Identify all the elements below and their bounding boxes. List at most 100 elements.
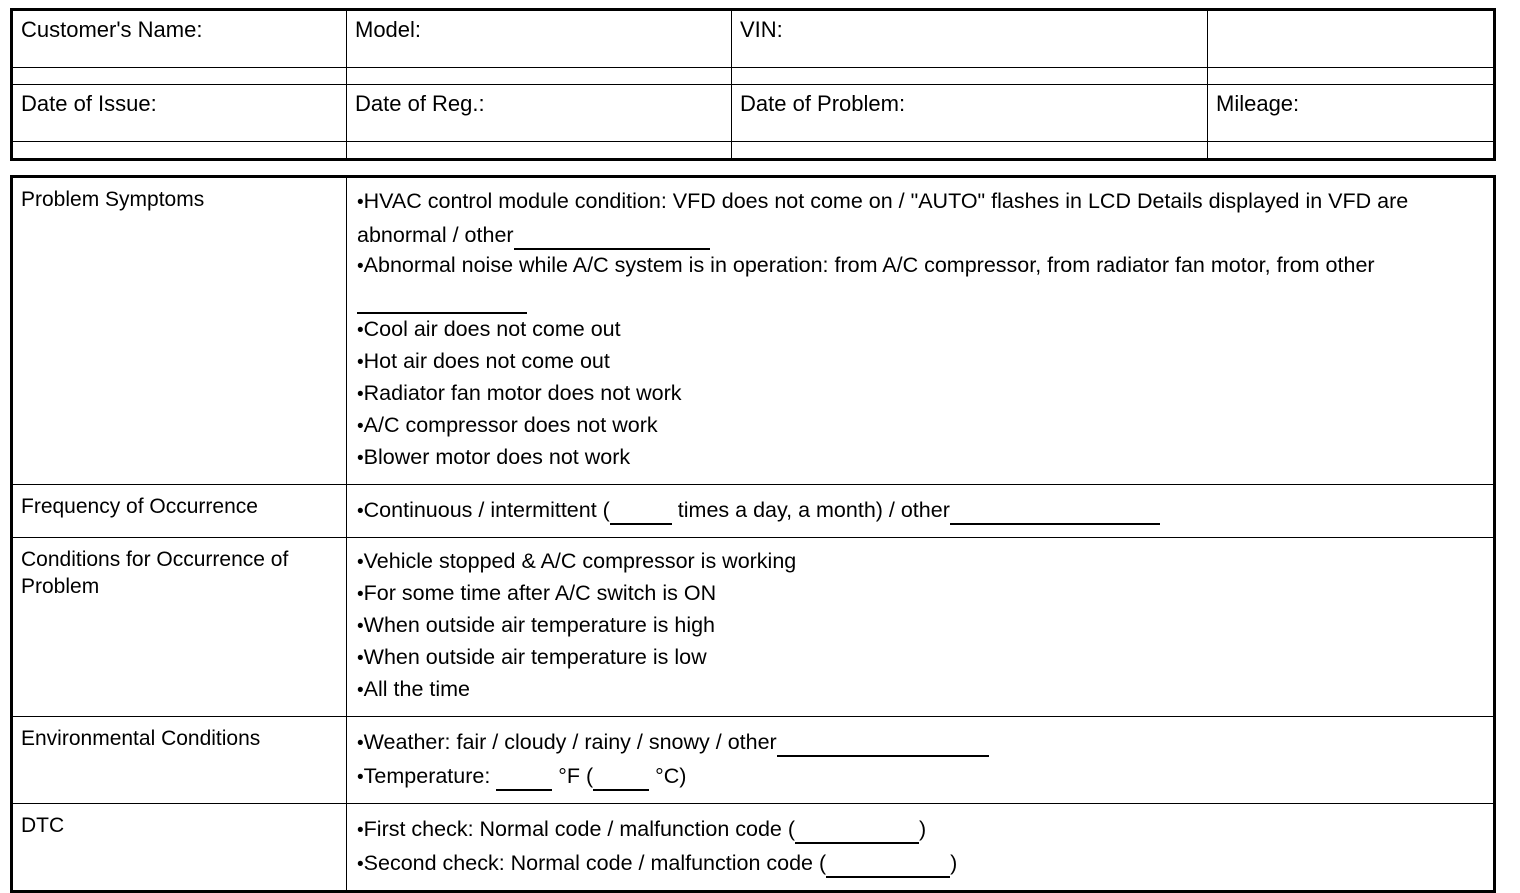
bullet-icon: •: [357, 192, 364, 213]
bullet-icon: •: [357, 820, 364, 841]
fill-in-blank[interactable]: [776, 725, 989, 757]
section-row-dtc: DTC •First check: Normal code / malfunct…: [11, 803, 1495, 892]
field-date-of-problem[interactable]: Date of Problem:: [731, 84, 1208, 142]
item-text: °F (: [552, 764, 594, 788]
item-text: A/C compressor does not work: [363, 413, 658, 437]
entry-vin[interactable]: [731, 67, 1208, 85]
entry-date-of-reg[interactable]: [346, 141, 732, 160]
bullet-icon: •: [357, 648, 364, 669]
item-text: Second check: Normal code / malfunction …: [363, 851, 827, 875]
fill-in-blank[interactable]: [795, 812, 920, 844]
checklist-item[interactable]: •For some time after A/C switch is ON: [357, 578, 1485, 610]
checklist-item[interactable]: •All the time: [357, 674, 1485, 706]
section-row-environmental-conditions: Environmental Conditions •Weather: fair …: [11, 716, 1495, 804]
entry-date-of-problem[interactable]: [731, 141, 1208, 160]
section-row-problem-symptoms: Problem Symptoms •HVAC control module co…: [11, 176, 1495, 485]
checklist-item[interactable]: •Abnormal noise while A/C system is in o…: [357, 250, 1485, 314]
fill-in-blank[interactable]: [949, 493, 1160, 525]
section-row-frequency-of-occurrence: Frequency of Occurrence •Continuous / in…: [11, 484, 1495, 538]
field-mileage[interactable]: Mileage:: [1207, 84, 1495, 142]
checklist-item[interactable]: •A/C compressor does not work: [357, 410, 1485, 442]
document-page: Customer's Name: Model: VIN: Date of Iss…: [10, 8, 1496, 893]
bullet-icon: •: [357, 416, 364, 437]
checklist-item[interactable]: •Weather: fair / cloudy / rainy / snowy …: [357, 725, 1485, 759]
entry-customer-name[interactable]: [11, 67, 347, 85]
checklist-item[interactable]: •When outside air temperature is low: [357, 642, 1485, 674]
item-text: ): [919, 817, 927, 841]
checklist-item[interactable]: •Vehicle stopped & A/C compressor is wor…: [357, 546, 1485, 578]
item-text: ): [950, 851, 958, 875]
bullet-icon: •: [357, 616, 364, 637]
field-model[interactable]: Model:: [346, 9, 732, 68]
checklist-item[interactable]: •Radiator fan motor does not work: [357, 378, 1485, 410]
bullet-icon: •: [357, 320, 364, 341]
items-problem-symptoms: •HVAC control module condition: VFD does…: [346, 176, 1495, 485]
category-label-problem-symptoms: Problem Symptoms: [11, 176, 347, 485]
item-text: Cool air does not come out: [363, 317, 621, 341]
problem-detail-table: Problem Symptoms •HVAC control module co…: [10, 175, 1496, 893]
bullet-icon: •: [357, 552, 364, 573]
checklist-item[interactable]: •Hot air does not come out: [357, 346, 1485, 378]
entry-blank-top-right[interactable]: [1207, 67, 1495, 85]
category-label-frequency-of-occurrence: Frequency of Occurrence: [11, 484, 347, 538]
item-text: Vehicle stopped & A/C compressor is work…: [363, 549, 797, 573]
field-vin[interactable]: VIN:: [731, 9, 1208, 68]
items-environmental-conditions: •Weather: fair / cloudy / rainy / snowy …: [346, 716, 1495, 804]
top-table-body: Customer's Name: Model: VIN: Date of Iss…: [11, 9, 1495, 160]
top-entry-row-2: [11, 141, 1495, 160]
item-text: Abnormal noise while A/C system is in op…: [363, 253, 1375, 277]
bullet-icon: •: [357, 448, 364, 469]
checklist-item[interactable]: •HVAC control module condition: VFD does…: [357, 186, 1485, 250]
checklist-item[interactable]: •When outside air temperature is high: [357, 610, 1485, 642]
bullet-icon: •: [357, 352, 364, 373]
checklist-item[interactable]: •Cool air does not come out: [357, 314, 1485, 346]
items-conditions-for-occurrence: •Vehicle stopped & A/C compressor is wor…: [346, 537, 1495, 717]
field-customer-name[interactable]: Customer's Name:: [11, 9, 347, 68]
item-text: For some time after A/C switch is ON: [363, 581, 717, 605]
category-label-conditions-for-occurrence: Conditions for Occurrence of Problem: [11, 537, 347, 717]
items-dtc: •First check: Normal code / malfunction …: [346, 803, 1495, 892]
field-date-of-issue[interactable]: Date of Issue:: [11, 84, 347, 142]
item-text: Temperature:: [363, 764, 497, 788]
field-date-of-reg[interactable]: Date of Reg.:: [346, 84, 732, 142]
items-frequency-of-occurrence: •Continuous / intermittent ( times a day…: [346, 484, 1495, 538]
bullet-icon: •: [357, 854, 364, 875]
item-text: All the time: [363, 677, 471, 701]
fill-in-blank[interactable]: [609, 493, 672, 525]
checklist-item[interactable]: •Blower motor does not work: [357, 442, 1485, 474]
detail-table-body: Problem Symptoms •HVAC control module co…: [11, 176, 1495, 892]
section-row-conditions-for-occurrence: Conditions for Occurrence of Problem •Ve…: [11, 537, 1495, 717]
table-separator-gap: [10, 161, 1493, 175]
item-text: Hot air does not come out: [363, 349, 610, 373]
checklist-item[interactable]: •Continuous / intermittent ( times a day…: [357, 493, 1485, 527]
item-text: Continuous / intermittent (: [363, 498, 610, 522]
bullet-icon: •: [357, 584, 364, 605]
item-text: When outside air temperature is low: [363, 645, 707, 669]
bullet-icon: •: [357, 384, 364, 405]
top-label-row-1: Customer's Name: Model: VIN:: [11, 9, 1495, 68]
checklist-item[interactable]: •First check: Normal code / malfunction …: [357, 812, 1485, 846]
checklist-item[interactable]: •Second check: Normal code / malfunction…: [357, 846, 1485, 880]
fill-in-blank[interactable]: [513, 218, 710, 250]
item-text: Radiator fan motor does not work: [363, 381, 682, 405]
item-text: HVAC control module condition: VFD does …: [357, 189, 1409, 247]
category-label-environmental-conditions: Environmental Conditions: [11, 716, 347, 804]
fill-in-blank[interactable]: [496, 759, 553, 791]
fill-in-blank[interactable]: [593, 759, 650, 791]
entry-mileage[interactable]: [1207, 141, 1495, 160]
item-text: times a day, a month) / other: [671, 498, 950, 522]
item-text: When outside air temperature is high: [363, 613, 716, 637]
entry-model[interactable]: [346, 67, 732, 85]
vehicle-identification-table: Customer's Name: Model: VIN: Date of Iss…: [10, 8, 1496, 161]
field-blank-top-right[interactable]: [1207, 9, 1495, 68]
checklist-item[interactable]: •Temperature: °F ( °C): [357, 759, 1485, 793]
fill-in-blank[interactable]: [826, 846, 951, 878]
bullet-icon: •: [357, 680, 364, 701]
item-text: First check: Normal code / malfunction c…: [363, 817, 796, 841]
bullet-icon: •: [357, 767, 364, 788]
top-label-row-2: Date of Issue: Date of Reg.: Date of Pro…: [11, 84, 1495, 142]
top-entry-row-1: [11, 67, 1495, 85]
bullet-icon: •: [357, 256, 364, 277]
fill-in-blank[interactable]: [357, 282, 527, 314]
entry-date-of-issue[interactable]: [11, 141, 347, 160]
